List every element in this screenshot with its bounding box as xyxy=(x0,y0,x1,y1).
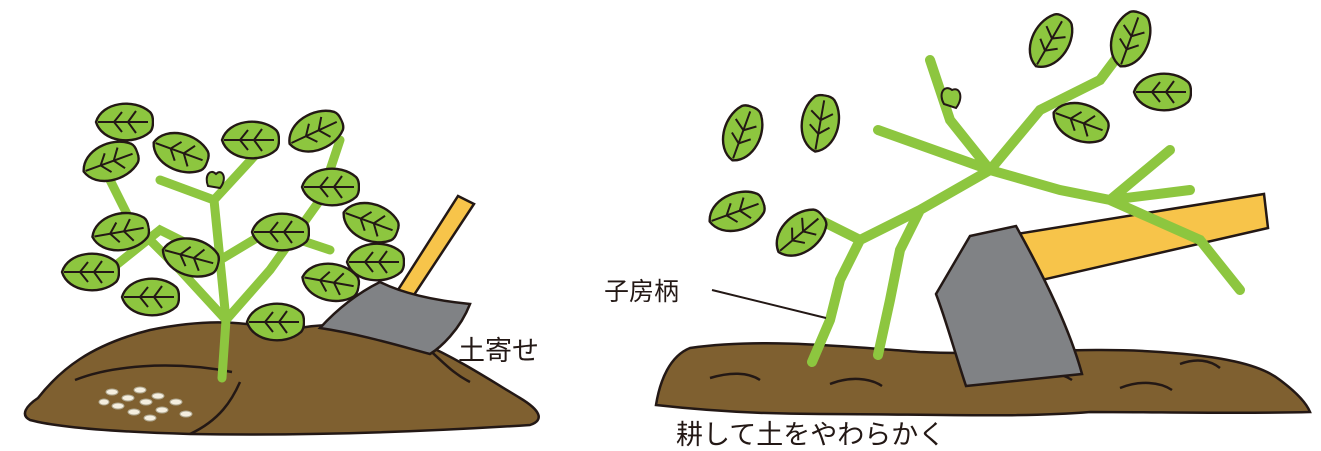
left-scene xyxy=(23,101,540,436)
peanut-plant-icon xyxy=(60,101,405,383)
label-leader-line xyxy=(711,289,827,319)
peanut-plant-icon-right xyxy=(702,5,1245,367)
hoe-icon xyxy=(934,192,1270,388)
fertilizer-granules-icon xyxy=(98,386,193,422)
soil-mound-icon xyxy=(23,321,540,436)
shovel-icon xyxy=(317,194,476,356)
right-scene xyxy=(654,5,1312,417)
label-gynophore: 子房柄 xyxy=(604,277,680,306)
caption-loosen-soil: 耕して土をやわらかく xyxy=(676,420,946,451)
label-hilling-soil: 土寄せ xyxy=(458,336,539,367)
